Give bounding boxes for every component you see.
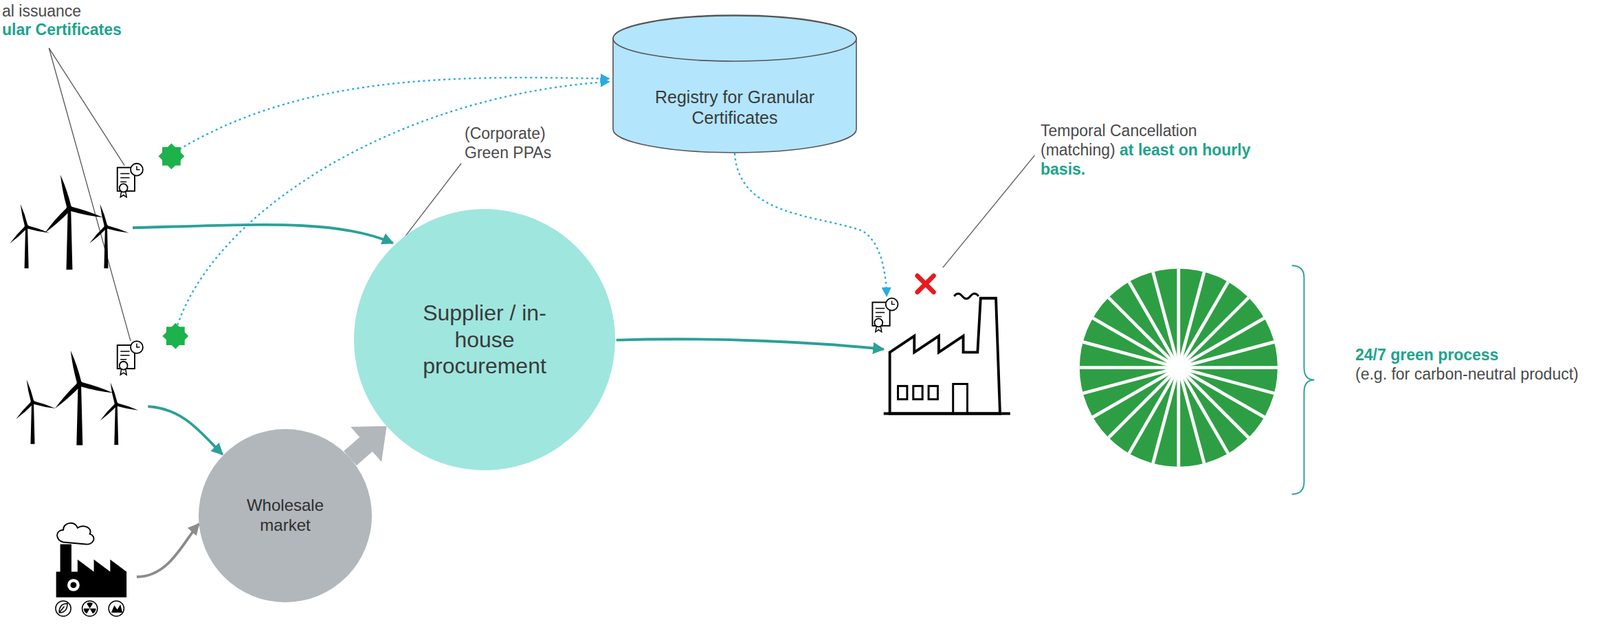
note-text: (e.g. for carbon-neutral product)	[1355, 364, 1579, 384]
factory-door	[953, 383, 968, 414]
wind-to-market-flow	[147, 406, 222, 455]
issuance-star	[158, 142, 185, 170]
pie-hub	[1173, 362, 1184, 373]
annotation: al issuance	[2, 1, 82, 21]
market-circle: Wholesale market	[198, 428, 372, 603]
factory-building	[890, 298, 1000, 414]
brace	[1292, 265, 1315, 495]
note-text: (Corporate) Green PPAs	[464, 124, 552, 162]
annotation: (Corporate) Green PPAs	[464, 123, 585, 163]
wind-turbine	[6, 373, 57, 444]
cancellation-cross	[917, 275, 935, 293]
coal-icon	[108, 600, 124, 616]
supplier-circle: Supplier / in-house procurement	[353, 208, 616, 471]
leader-line	[48, 48, 131, 341]
annotation: Temporal Cancellation (matching) at leas…	[1040, 120, 1268, 179]
leader-line	[942, 155, 1036, 268]
node-label: Supplier / in-house procurement	[405, 299, 564, 379]
pie-spoke	[1083, 341, 1275, 394]
node-label: Registry for Granular Certificates	[629, 86, 840, 128]
circle-shape	[353, 208, 616, 471]
conventional-plant	[55, 523, 127, 616]
pie-disc	[1079, 268, 1278, 467]
wind-turbine	[90, 376, 140, 445]
wind-turbine	[0, 198, 51, 269]
radiation-mark	[83, 602, 97, 614]
annotation: ular Certificates	[2, 19, 122, 40]
leader-line	[48, 48, 125, 166]
supply-flow	[616, 338, 884, 350]
node-shape	[612, 15, 858, 153]
fossil-to-market-flow	[136, 523, 200, 577]
factory	[883, 293, 1011, 414]
cylinder-body	[613, 15, 857, 153]
node-text: Registry for Granular Certificates	[629, 86, 840, 128]
node-text: Wholesale market	[233, 495, 337, 536]
ppa-flow	[132, 224, 394, 244]
biomass-icon	[55, 600, 71, 616]
coal-mark	[111, 604, 123, 613]
smoke-cloud	[57, 523, 94, 545]
plant-gauge	[70, 581, 77, 588]
hourly-pie	[1079, 268, 1278, 467]
factory-smoke	[953, 293, 979, 299]
certificate-icon	[872, 298, 898, 332]
factory-window	[913, 385, 923, 399]
highlight-note: ular Certificates	[2, 20, 122, 39]
factory-ground	[883, 412, 1011, 416]
node-label: Wholesale market	[233, 495, 337, 536]
certificate-flow	[734, 153, 887, 297]
factory-window	[928, 385, 938, 399]
circle-shape	[198, 428, 372, 603]
plant-gauge	[67, 578, 80, 592]
node-text: Supplier / in-house procurement	[405, 299, 564, 379]
nuclear-icon	[82, 600, 98, 616]
leaf-mark	[59, 603, 68, 613]
wind-turbine	[79, 198, 130, 269]
wind-turbine	[40, 342, 115, 446]
cylinder-top	[613, 15, 857, 62]
highlight-note: 24/7 green process	[1355, 345, 1579, 365]
factory-window	[898, 385, 908, 399]
registry-cylinder: Registry for Granular Certificates	[612, 15, 858, 153]
pie-spoke	[1108, 297, 1249, 438]
wind-farm	[0, 167, 130, 271]
wind-turbine	[30, 167, 105, 271]
issuance-star	[162, 323, 189, 350]
certificate-icon	[117, 163, 143, 198]
pie-spoke	[1129, 281, 1229, 453]
pie-spoke	[1153, 272, 1205, 464]
certificate-icon	[117, 340, 143, 375]
note-text: al issuance	[2, 2, 82, 20]
pie-spoke	[1092, 318, 1264, 418]
plant-building	[56, 544, 127, 598]
pie-spokes	[1079, 268, 1278, 467]
annotation: 24/7 green process(e.g. for carbon-neutr…	[1355, 345, 1579, 384]
